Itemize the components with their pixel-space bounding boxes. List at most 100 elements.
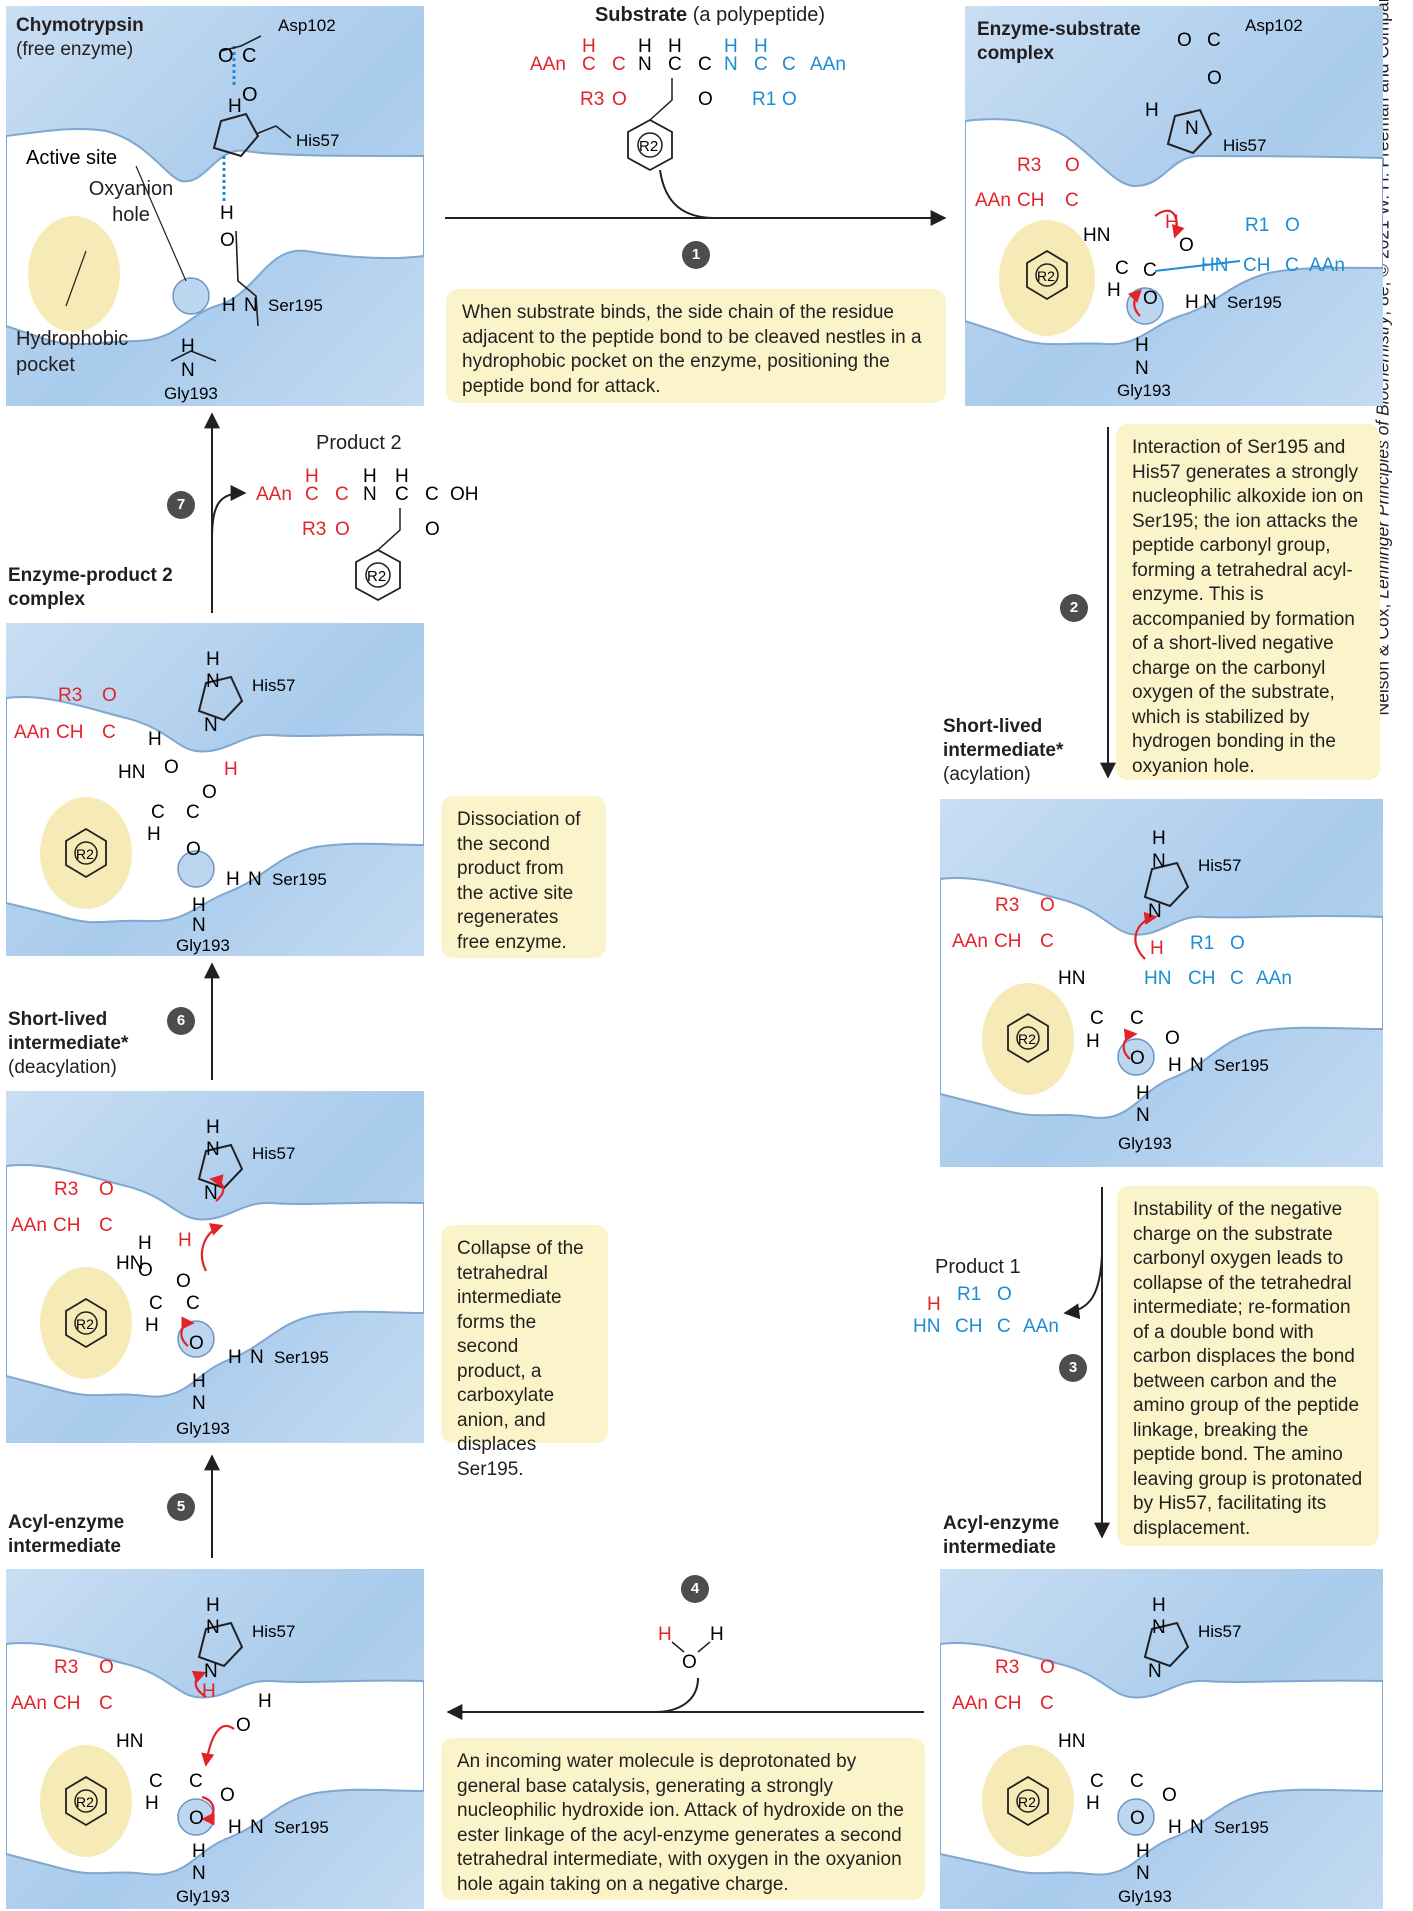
es-o-carbonyl: O bbox=[1143, 288, 1158, 309]
ep2-c-red: C bbox=[102, 722, 116, 743]
es-r3: R3 bbox=[1017, 155, 1041, 176]
ep2-r2: R2 bbox=[76, 846, 94, 862]
water-o: O bbox=[682, 1652, 697, 1673]
dc-ch: CH bbox=[53, 1215, 80, 1236]
ae-l-ser-label: Ser195 bbox=[274, 1818, 329, 1837]
acyl-ser-o: O bbox=[1165, 1028, 1180, 1049]
acyl-c-center: C bbox=[1090, 1008, 1104, 1029]
p2-oh: OH bbox=[450, 484, 479, 505]
caption-step-4: An incoming water molecule is deprotonat… bbox=[441, 1738, 925, 1900]
ae-r-r3: R3 bbox=[995, 1657, 1019, 1678]
acyl-ch-blue: CH bbox=[1188, 968, 1215, 989]
acylation-structure: R2 AAn CH R3 C O HN C H C O O N H HN CH … bbox=[940, 828, 1383, 1153]
es-r2: R2 bbox=[1037, 268, 1055, 284]
ae-r-gly-n: N bbox=[1136, 1863, 1150, 1884]
ae-r-ser-label: Ser195 bbox=[1214, 1818, 1269, 1837]
substrate-h4: H bbox=[724, 36, 738, 57]
ae-r-aan: AAn bbox=[952, 1693, 988, 1714]
p2-r2: R2 bbox=[367, 568, 386, 585]
ae-l-water-h2: H bbox=[258, 1691, 272, 1712]
ae-l-o-red: O bbox=[99, 1657, 114, 1678]
acyl-ser-label: Ser195 bbox=[1214, 1056, 1269, 1075]
arrow-step-6 bbox=[204, 962, 220, 1080]
arrow-step-3 bbox=[1063, 1187, 1110, 1539]
acyl-r3: R3 bbox=[995, 895, 1019, 916]
ser-label: Ser195 bbox=[268, 296, 323, 315]
p2-h1: H bbox=[305, 466, 319, 487]
ae-l-his-label: His57 bbox=[252, 1622, 295, 1641]
substrate-title-rest: (a polypeptide) bbox=[687, 4, 826, 26]
substrate-h5: H bbox=[754, 36, 768, 57]
ep2-his-label: His57 bbox=[252, 676, 295, 695]
es-ch: CH bbox=[1017, 190, 1044, 211]
caption-step-2: Interaction of Ser195 and His57 generate… bbox=[1116, 424, 1380, 780]
acyl-aan-right: AAn bbox=[1256, 968, 1292, 989]
ae-r-c-center: C bbox=[1090, 1771, 1104, 1792]
ep2-ch: CH bbox=[56, 722, 83, 743]
deacyl-heading: Short-lived intermediate* (deacylation) bbox=[8, 1008, 168, 1080]
acyl-int-heading: Short-lived intermediate* (acylation) bbox=[943, 715, 1103, 787]
ae-l-h-center: H bbox=[145, 1793, 159, 1814]
ae-l-water-h: H bbox=[202, 1681, 216, 1702]
ae-l-c-red: C bbox=[99, 1693, 113, 1714]
substrate-c6: C bbox=[782, 54, 796, 75]
panel-enzyme-substrate: R2 AAn CH R3 C O HN C H C O O H N H HN C… bbox=[965, 6, 1383, 406]
ep2-ser-label: Ser195 bbox=[272, 870, 327, 889]
ep2-hn: HN bbox=[118, 762, 145, 783]
acyl-gly-n: N bbox=[1136, 1105, 1150, 1126]
ep2-c-carboxyl: C bbox=[186, 802, 200, 823]
ae-r-his-n: N bbox=[1152, 1617, 1166, 1638]
substrate-aan-left: AAn bbox=[530, 54, 566, 75]
ae-l-gly-n: N bbox=[192, 1863, 206, 1884]
oxyanion-hole-label: Oxyanion hole bbox=[88, 178, 174, 226]
es-o-red: O bbox=[1065, 155, 1080, 176]
product-1-title: Product 1 bbox=[935, 1256, 1021, 1278]
ep2-gly-h: H bbox=[192, 895, 206, 916]
dc-gly-label: Gly193 bbox=[176, 1419, 230, 1438]
step-2-badge: 2 bbox=[1060, 594, 1088, 622]
ae-l-ser-n: N bbox=[250, 1817, 264, 1838]
acyl-his-top-h: H bbox=[1152, 828, 1166, 849]
p2-c4: C bbox=[425, 484, 439, 505]
substrate-r1: R1 bbox=[752, 89, 776, 110]
es-hn-blue: HN bbox=[1201, 255, 1228, 276]
p2-r3: R3 bbox=[302, 519, 326, 540]
ae-l-r3: R3 bbox=[54, 1657, 78, 1678]
p2-c1: C bbox=[305, 484, 319, 505]
ae-r-o-carbonyl: O bbox=[1130, 1808, 1145, 1829]
asp-oxygen: O bbox=[218, 45, 234, 67]
free-enzyme-subtitle: (free enzyme) bbox=[16, 39, 134, 60]
ae-l-ser-nh: H bbox=[228, 1817, 242, 1838]
ae-l-r2: R2 bbox=[76, 1794, 94, 1810]
panel-free-enzyme: O C O Asp102 H His57 H O H N Ser195 H N … bbox=[6, 6, 424, 406]
caption-step-1: When substrate binds, the side chain of … bbox=[446, 289, 946, 403]
es-ch-blue: CH bbox=[1243, 255, 1270, 276]
dc-ser-nh: H bbox=[228, 1347, 242, 1368]
p2-c3: C bbox=[395, 484, 409, 505]
ep2-h-center: H bbox=[147, 824, 161, 845]
ae-l-hn: HN bbox=[116, 1731, 143, 1752]
substrate-o3: O bbox=[782, 89, 797, 110]
panel-acyl-enzyme-right: R2 AAn CH R3 C O HN C H C O O H N N H N … bbox=[940, 1569, 1383, 1909]
p2-n: N bbox=[363, 484, 377, 505]
substrate-r2: R2 bbox=[639, 138, 658, 155]
p1-aan: AAn bbox=[1023, 1316, 1059, 1337]
dc-his-h: H bbox=[206, 1117, 220, 1138]
gly-label: Gly193 bbox=[164, 384, 218, 403]
acyl-int-subtitle: (acylation) bbox=[943, 764, 1031, 785]
ae-l-ch: CH bbox=[53, 1693, 80, 1714]
es-gly-h: H bbox=[1135, 335, 1149, 356]
p2-c2: C bbox=[335, 484, 349, 505]
es-r1: R1 bbox=[1245, 215, 1269, 236]
acyl-gly-h: H bbox=[1136, 1083, 1150, 1104]
ep2-heading: Enzyme-product 2 complex bbox=[8, 565, 173, 610]
es-o-blue: O bbox=[1285, 215, 1300, 236]
ae-l-aan: AAn bbox=[11, 1693, 47, 1714]
p1-c: C bbox=[997, 1316, 1011, 1337]
step-7-badge: 7 bbox=[167, 491, 195, 519]
ae-r-his-h: H bbox=[1152, 1595, 1166, 1616]
dc-oh-o: O bbox=[138, 1260, 153, 1281]
step-5-badge: 5 bbox=[167, 1493, 195, 1521]
arrow-step-1 bbox=[445, 169, 947, 226]
substrate-c2: C bbox=[612, 54, 626, 75]
